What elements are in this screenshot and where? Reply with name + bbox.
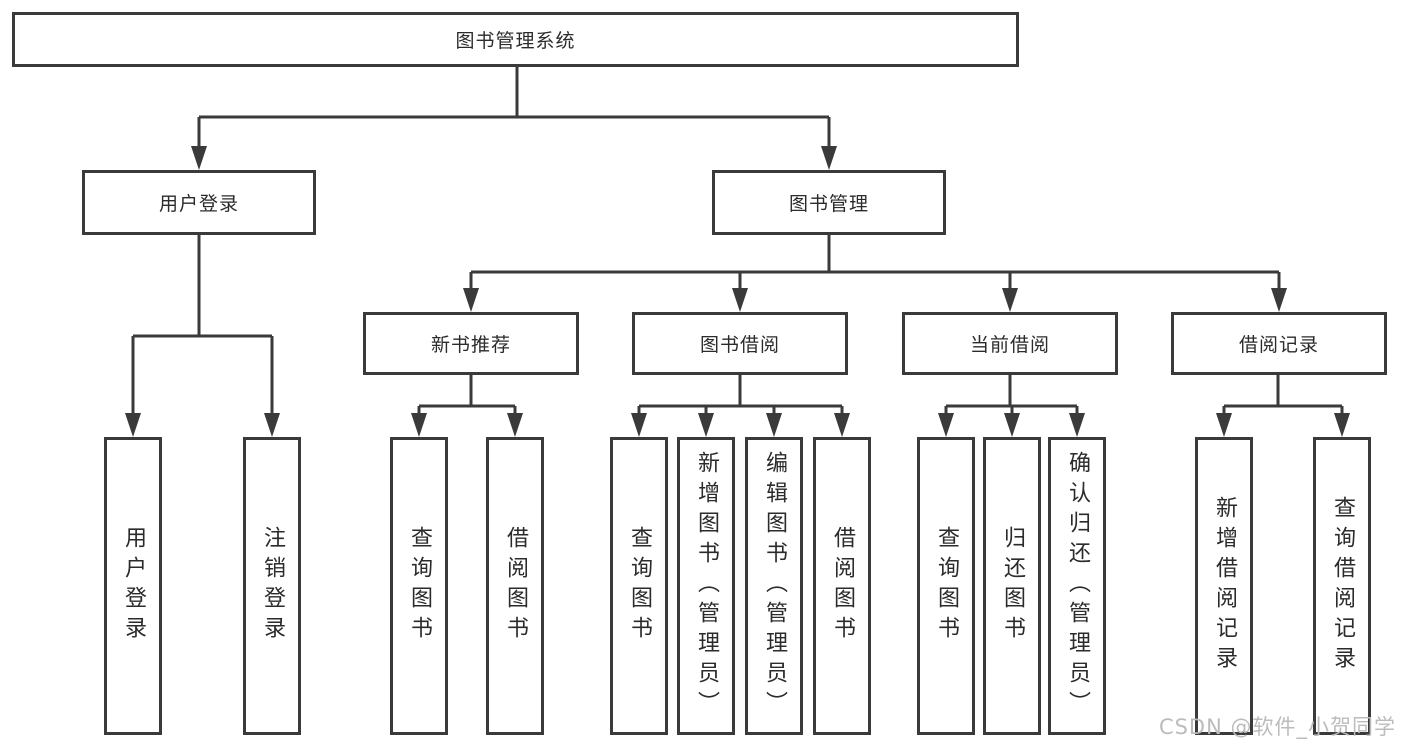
node-new-book-recommendation: 新书推荐 — [363, 312, 579, 375]
connector-borrowrecords-to-leaves — [1216, 375, 1350, 437]
csdn-watermark: CSDN @软件_小贺同学 — [1158, 715, 1396, 739]
leaf-confirm-return-admin: 确认归还（管理员） — [1048, 437, 1106, 735]
leaf-query-books-2: 查询图书 — [610, 437, 668, 735]
leaf-return-books: 归还图书 — [983, 437, 1041, 735]
leaf-query-books-1: 查询图书 — [390, 437, 448, 735]
leaf-query-books-3: 查询图书 — [917, 437, 975, 735]
node-book-borrowing: 图书借阅 — [632, 312, 848, 375]
node-book-management: 图书管理 — [712, 170, 946, 235]
leaf-borrow-books-1: 借阅图书 — [486, 437, 544, 735]
leaf-borrow-books-2: 借阅图书 — [813, 437, 871, 735]
node-user-login: 用户登录 — [82, 170, 316, 235]
connector-bookmgmt-to-level3 — [463, 235, 1287, 312]
connector-currentborrow-to-leaves — [938, 375, 1085, 437]
connector-bookborrow-to-leaves — [631, 375, 850, 437]
leaf-add-borrow-record: 新增借阅记录 — [1195, 437, 1253, 735]
node-library-management-system: 图书管理系统 — [12, 12, 1019, 67]
node-borrowing-records: 借阅记录 — [1171, 312, 1387, 375]
connector-newbookrec-to-leaves — [411, 375, 523, 437]
leaf-edit-books-admin: 编辑图书（管理员） — [745, 437, 803, 735]
leaf-logout: 注销登录 — [243, 437, 301, 735]
node-current-borrowing: 当前借阅 — [902, 312, 1118, 375]
leaf-query-borrow-record: 查询借阅记录 — [1313, 437, 1371, 735]
connector-userlogin-to-leaves — [125, 235, 280, 437]
connector-root-to-level2 — [191, 67, 837, 170]
leaf-add-books-admin: 新增图书（管理员） — [677, 437, 735, 735]
leaf-user-login: 用户登录 — [104, 437, 162, 735]
